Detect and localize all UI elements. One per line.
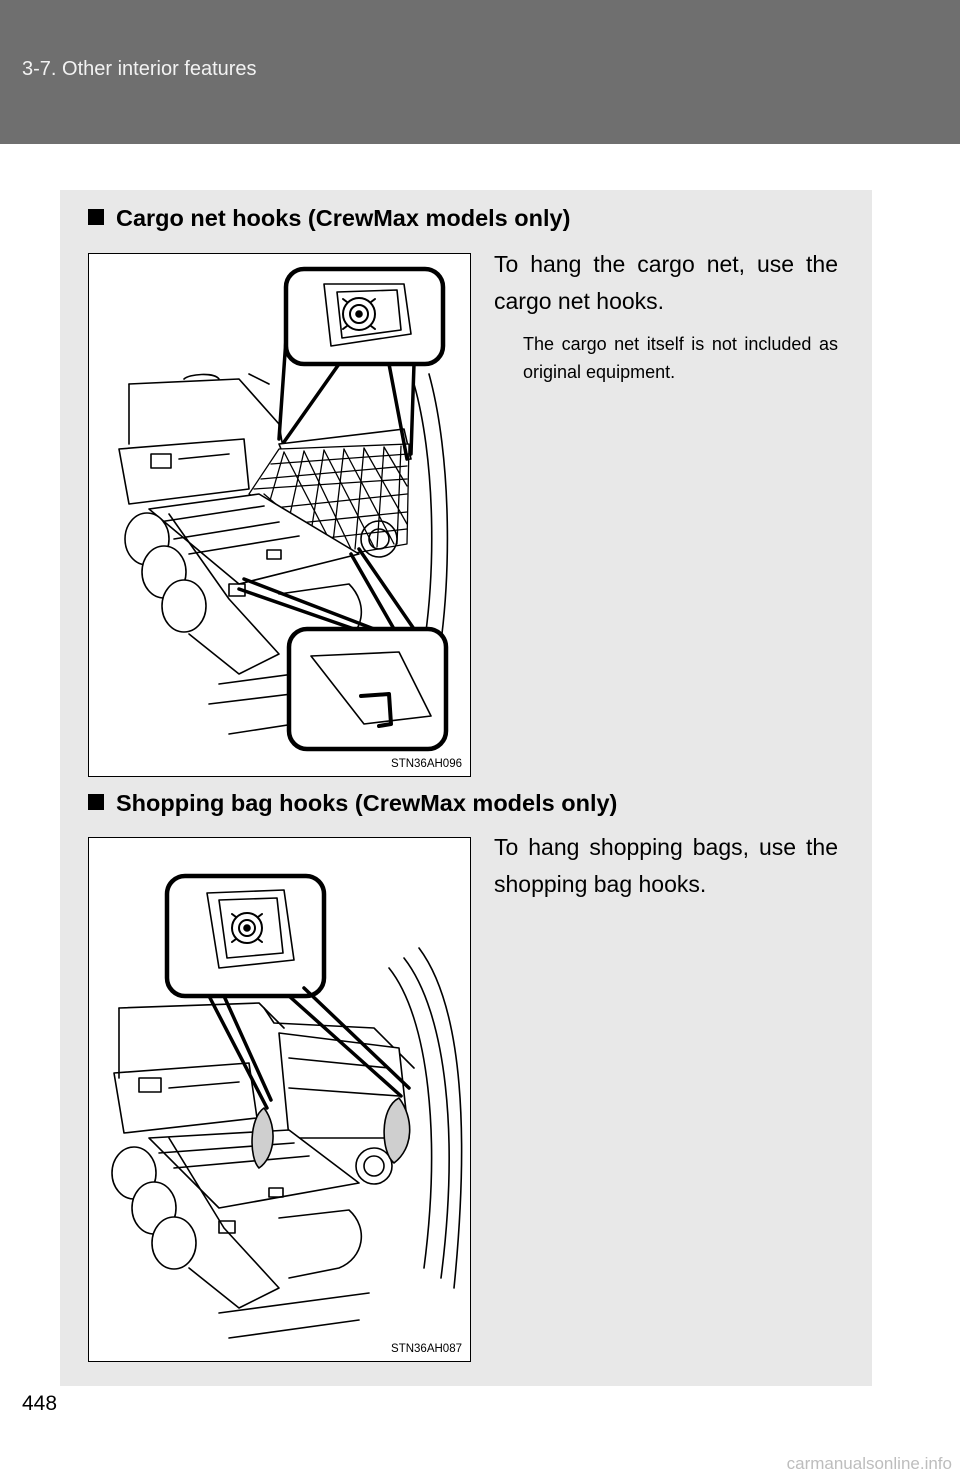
section-body-cargo-net: To hang the cargo net, use the cargo net… <box>494 251 838 314</box>
section-note-cargo-net: The cargo net itself is not included as … <box>523 334 838 382</box>
shopping-bag-illustration <box>111 873 463 1339</box>
page-header: 3-7. Other interior features <box>0 0 960 144</box>
figure-code: STN36AH087 <box>391 1343 462 1355</box>
figure-code: STN36AH096 <box>391 758 462 770</box>
section-heading-shopping-bag: Shopping bag hooks (CrewMax models only) <box>88 790 617 817</box>
watermark: carmanualsonline.info <box>786 1454 952 1473</box>
section-heading-cargo-net: Cargo net hooks (CrewMax models only) <box>88 205 570 232</box>
square-bullet-icon <box>88 209 104 225</box>
figure-shopping-bag-hooks: STN36AH087 <box>88 837 471 1362</box>
cargo-net-illustration <box>118 266 449 752</box>
figure-cargo-net-hooks: STN36AH096 <box>88 253 471 777</box>
square-bullet-icon <box>88 794 104 810</box>
page-number: 448 <box>22 1392 58 1415</box>
section-body-shopping-bag: To hang shopping bags, use the shopping … <box>494 834 838 897</box>
section-label: 3-7. Other interior features <box>22 58 257 80</box>
